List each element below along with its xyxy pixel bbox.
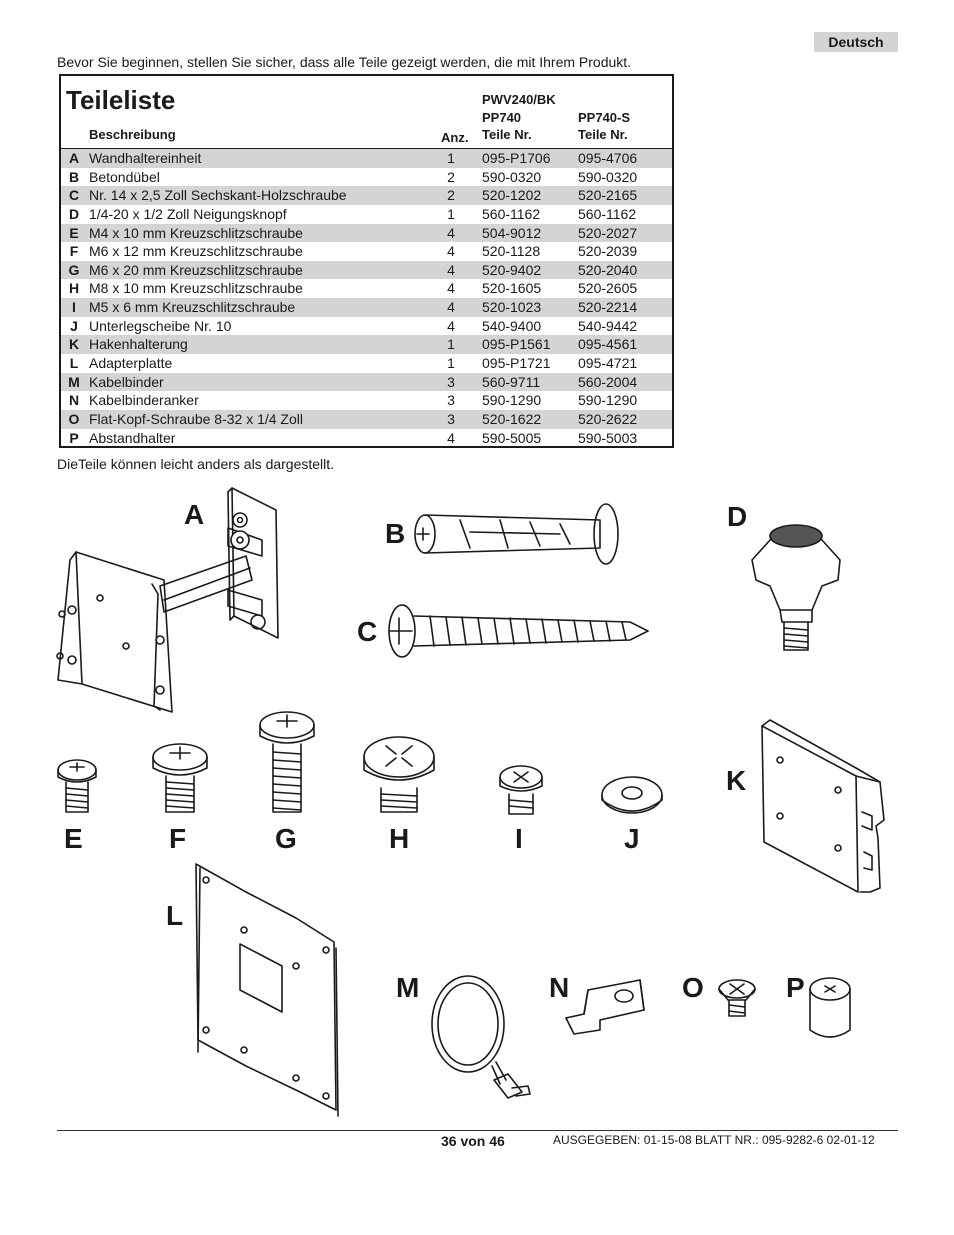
language-badge: Deutsch	[814, 32, 898, 52]
intro-text: Bevor Sie beginnen, stellen Sie sicher, …	[57, 54, 632, 70]
header-qty: Anz.	[441, 130, 469, 145]
figure-label-i: I	[515, 823, 523, 854]
figure-label-j: J	[624, 823, 640, 854]
part-j-washer-drawing	[601, 776, 663, 814]
figure-label-a: A	[184, 499, 205, 530]
part-g-screw-drawing	[259, 711, 315, 813]
footer-divider	[57, 1130, 898, 1131]
figure-label-k: K	[726, 765, 747, 796]
figure-label-m: M	[396, 972, 420, 1003]
part-h-screw-drawing	[363, 736, 435, 813]
figure-label-o: O	[682, 972, 704, 1003]
part-b-concrete-anchor-drawing	[414, 503, 619, 565]
page-number: 36 von 46	[441, 1133, 505, 1149]
header-col1-line2: PP740	[482, 110, 522, 125]
part-l-adapter-plate-drawing	[195, 863, 339, 1117]
part-a-wall-bracket-drawing	[56, 487, 279, 713]
header-col1-line3: Teile Nr.	[482, 127, 532, 142]
header-col2-line1: PP740-S	[578, 110, 631, 125]
part-k-hook-bracket-drawing	[761, 719, 885, 893]
figure-label-g: G	[275, 823, 297, 854]
figure-label-d: D	[727, 501, 748, 532]
figure-label-b: B	[385, 518, 406, 549]
figure-label-c: C	[357, 616, 378, 647]
parts-list-title: Teileliste	[66, 85, 176, 115]
figure-label-l: L	[166, 900, 184, 931]
note-text: DieTeile können leicht anders als darges…	[57, 456, 335, 472]
part-i-screw-drawing	[499, 765, 543, 815]
figure-label-n: N	[549, 972, 570, 1003]
part-e-screw-drawing	[57, 759, 97, 813]
part-n-tie-anchor-drawing	[565, 979, 645, 1035]
part-o-flat-screw-drawing	[718, 979, 756, 1017]
header-col1-line1: PWV240/BK	[482, 92, 556, 107]
issued-info: AUSGEGEBEN: 01-15-08 BLATT NR.: 095-9282…	[553, 1133, 875, 1147]
part-c-wood-screw-drawing	[388, 604, 649, 658]
part-p-spacer-drawing	[809, 977, 851, 1038]
header-description: Beschreibung	[89, 127, 176, 142]
parts-list-table: Teileliste Beschreibung Anz. PWV240/BK P…	[59, 74, 674, 448]
figure-label-h: H	[389, 823, 410, 854]
part-d-tilt-knob-drawing	[751, 524, 841, 651]
part-m-cable-tie-drawing	[431, 975, 531, 1099]
part-f-screw-drawing	[152, 743, 208, 813]
figure-label-e: E	[64, 823, 83, 854]
header-col2-line2: Teile Nr.	[578, 127, 628, 142]
figure-label-p: P	[786, 972, 805, 1003]
figure-label-f: F	[169, 823, 187, 854]
